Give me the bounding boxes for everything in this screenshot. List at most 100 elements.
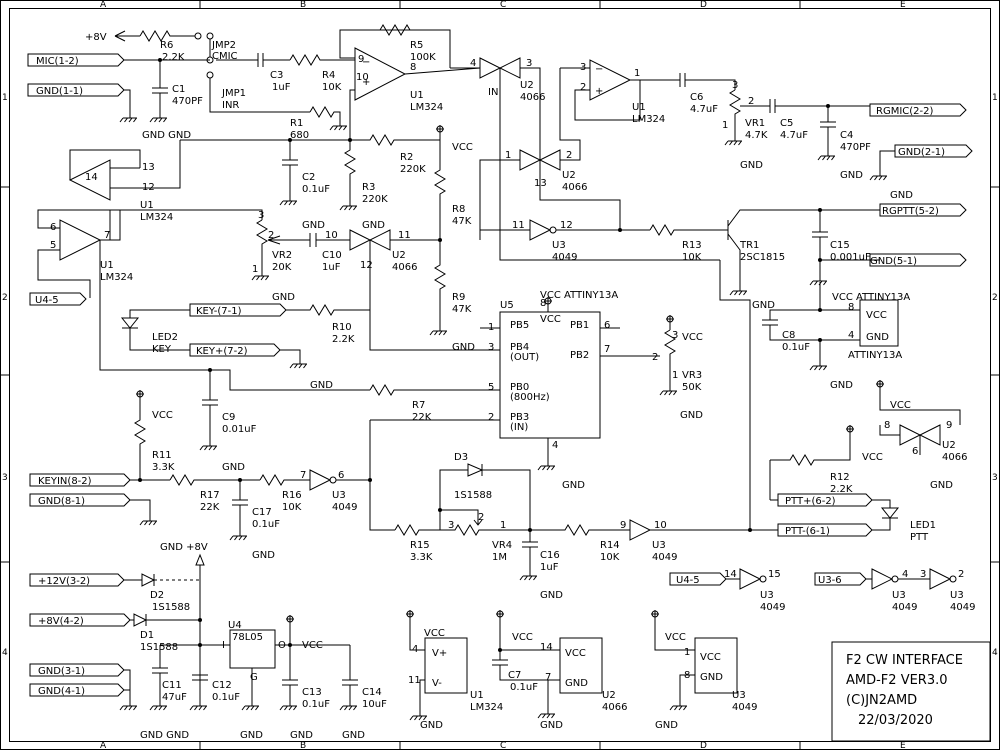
svg-text:9: 9 bbox=[358, 54, 364, 65]
svg-text:1: 1 bbox=[722, 120, 728, 131]
svg-text:VCC: VCC bbox=[452, 142, 473, 153]
svg-text:INR: INR bbox=[222, 100, 239, 111]
svg-text:D2: D2 bbox=[150, 590, 164, 601]
svg-text:0.001uF: 0.001uF bbox=[830, 252, 871, 263]
svg-text:13: 13 bbox=[142, 162, 155, 173]
svg-text:14: 14 bbox=[724, 569, 737, 580]
svg-text:GND: GND bbox=[562, 480, 585, 491]
svg-text:VCC: VCC bbox=[152, 410, 173, 421]
svg-text:VCC: VCC bbox=[302, 640, 323, 651]
svg-text:1S1588: 1S1588 bbox=[152, 602, 190, 613]
svg-text:10: 10 bbox=[325, 230, 338, 241]
svg-text:C: C bbox=[500, 0, 506, 10]
svg-text:1: 1 bbox=[500, 520, 506, 531]
svg-text:GND GND: GND GND bbox=[142, 130, 191, 141]
svg-text:VCC: VCC bbox=[424, 628, 445, 639]
svg-text:CMIC: CMIC bbox=[212, 51, 238, 62]
svg-text:VR3: VR3 bbox=[682, 370, 702, 381]
svg-text:1: 1 bbox=[634, 68, 640, 79]
svg-text:KEY: KEY bbox=[152, 344, 172, 355]
svg-text:4049: 4049 bbox=[892, 602, 917, 613]
svg-text:C5: C5 bbox=[780, 118, 793, 129]
port-u4-5-b bbox=[669, 572, 727, 586]
r12-resistor bbox=[770, 454, 830, 466]
svg-text:GND: GND bbox=[540, 590, 563, 601]
svg-text:14: 14 bbox=[540, 642, 553, 653]
svg-text:GND: GND bbox=[240, 730, 263, 741]
r15-resistor bbox=[394, 524, 440, 536]
svg-text:0.1uF: 0.1uF bbox=[302, 184, 330, 195]
r5-resistor bbox=[379, 24, 420, 36]
svg-text:2: 2 bbox=[652, 352, 658, 363]
svg-text:0.1uF: 0.1uF bbox=[212, 692, 240, 703]
svg-text:VCC: VCC bbox=[866, 310, 887, 321]
svg-text:GND(2-1): GND(2-1) bbox=[898, 147, 945, 158]
svg-text:4049: 4049 bbox=[652, 552, 677, 563]
svg-text:7: 7 bbox=[604, 344, 610, 355]
port-mic bbox=[27, 53, 125, 67]
svg-text:VCC: VCC bbox=[682, 332, 703, 343]
svg-text:11: 11 bbox=[512, 220, 525, 231]
svg-text:2: 2 bbox=[478, 512, 484, 523]
svg-text:PTT-(6-1): PTT-(6-1) bbox=[785, 526, 830, 537]
svg-text:2: 2 bbox=[580, 82, 586, 93]
svg-text:U3: U3 bbox=[760, 590, 774, 601]
svg-text:U2: U2 bbox=[392, 250, 406, 261]
svg-text:4049: 4049 bbox=[552, 252, 577, 263]
svg-text:4.7K: 4.7K bbox=[745, 130, 768, 141]
svg-text:LED1: LED1 bbox=[910, 520, 936, 531]
port-gnd-5-1 bbox=[869, 253, 967, 267]
svg-text:0.1uF: 0.1uF bbox=[302, 699, 330, 710]
svg-text:100K: 100K bbox=[410, 52, 436, 63]
svg-text:GND: GND bbox=[302, 220, 325, 231]
svg-text:−: − bbox=[595, 64, 603, 75]
port-ptt-plus bbox=[777, 493, 873, 507]
svg-text:680: 680 bbox=[290, 130, 309, 141]
svg-text:VCC: VCC bbox=[890, 400, 911, 411]
r13-resistor bbox=[649, 224, 728, 236]
port-keyin bbox=[29, 473, 131, 487]
svg-text:C6: C6 bbox=[690, 92, 703, 103]
svg-text:4049: 4049 bbox=[332, 502, 357, 513]
svg-text:9: 9 bbox=[946, 420, 952, 431]
port-gnd-2-1 bbox=[894, 144, 973, 158]
svg-text:C14: C14 bbox=[362, 687, 382, 698]
svg-text:3: 3 bbox=[920, 569, 926, 580]
svg-text:2: 2 bbox=[748, 96, 754, 107]
r16-resistor bbox=[259, 474, 310, 486]
svg-text:PB1: PB1 bbox=[570, 320, 589, 331]
svg-text:PTT+(6-2): PTT+(6-2) bbox=[785, 496, 836, 507]
svg-text:6: 6 bbox=[604, 320, 610, 331]
svg-text:GND(5-1): GND(5-1) bbox=[870, 256, 917, 267]
port-gnd-1-1 bbox=[27, 83, 125, 97]
svg-text:4: 4 bbox=[2, 648, 8, 658]
svg-text:1: 1 bbox=[992, 93, 998, 103]
port-gnd-3-1 bbox=[29, 663, 125, 677]
svg-text:10: 10 bbox=[654, 520, 667, 531]
svg-text:+8V(4-2): +8V(4-2) bbox=[38, 616, 84, 627]
svg-text:22K: 22K bbox=[412, 412, 432, 423]
svg-text:C12: C12 bbox=[212, 680, 232, 691]
svg-text:U2: U2 bbox=[942, 440, 956, 451]
svg-text:E: E bbox=[900, 741, 906, 750]
svg-text:R6: R6 bbox=[160, 40, 173, 51]
svg-text:GND: GND bbox=[420, 720, 443, 731]
svg-text:C: C bbox=[500, 741, 506, 750]
svg-text:U2: U2 bbox=[562, 170, 576, 181]
svg-text:U1: U1 bbox=[410, 90, 424, 101]
vr3-pot bbox=[664, 329, 676, 385]
svg-text:2: 2 bbox=[992, 293, 998, 303]
svg-text:LM324: LM324 bbox=[632, 114, 665, 125]
svg-text:D1: D1 bbox=[140, 630, 154, 641]
svg-text:−: − bbox=[362, 57, 370, 68]
svg-text:ATTINY13A: ATTINY13A bbox=[848, 350, 902, 361]
svg-text:G: G bbox=[250, 672, 258, 683]
svg-text:TR1: TR1 bbox=[739, 240, 759, 251]
svg-text:4066: 4066 bbox=[602, 702, 627, 713]
svg-text:GND: GND bbox=[342, 730, 365, 741]
svg-text:U5: U5 bbox=[500, 300, 514, 311]
svg-text:GND: GND bbox=[700, 672, 723, 683]
